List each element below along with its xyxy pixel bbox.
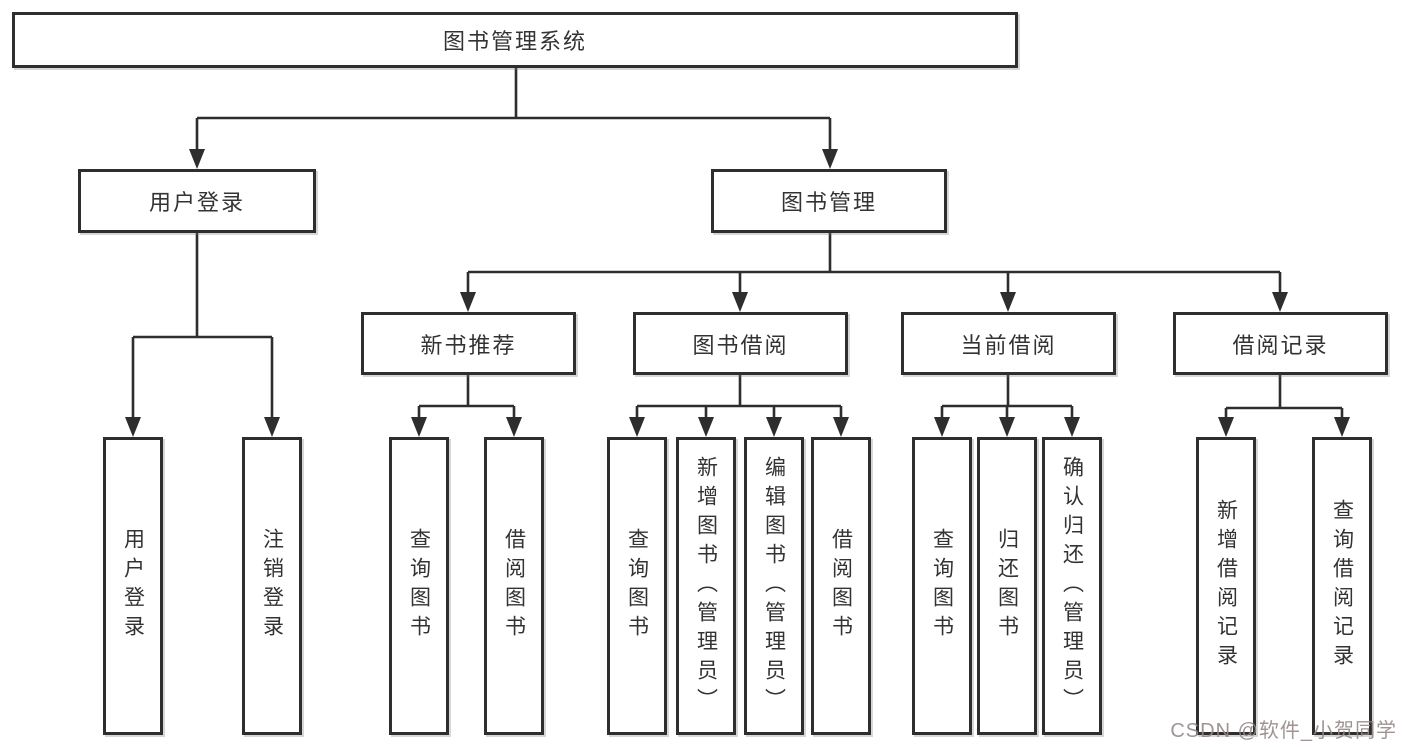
tree-edges [131, 68, 1344, 420]
node-label: 借阅图书 [829, 528, 853, 644]
watermark-text: CSDN @软件_小贺同学 [1170, 720, 1397, 742]
node-leaf-borrow-books-borrow: 借阅图书 [811, 437, 871, 735]
node-leaf-confirm-return-admin: 确认归还（管理员） [1042, 437, 1102, 735]
node-label: 借阅图书 [502, 528, 526, 644]
node-leaf-add-borrow-record: 新增借阅记录 [1196, 437, 1256, 735]
node-leaf-edit-book-admin: 编辑图书（管理员） [744, 437, 804, 735]
node-label: 编辑图书（管理员） [762, 455, 786, 717]
node-label: 新增借阅记录 [1214, 499, 1238, 673]
node-label: 查询图书 [407, 528, 431, 644]
node-borrowing-records: 借阅记录 [1173, 312, 1388, 375]
node-leaf-query-books-current: 查询图书 [912, 437, 972, 735]
node-leaf-return-book: 归还图书 [977, 437, 1037, 735]
node-leaf-user-login: 用户登录 [103, 437, 163, 735]
node-leaf-query-books-borrow: 查询图书 [607, 437, 667, 735]
node-label: 查询借阅记录 [1330, 499, 1354, 673]
node-label: 查询图书 [625, 528, 649, 644]
node-root: 图书管理系统 [12, 12, 1018, 68]
node-label: 注销登录 [260, 528, 284, 644]
node-leaf-logout: 注销登录 [242, 437, 302, 735]
node-book-management: 图书管理 [711, 169, 947, 233]
node-label: 查询图书 [930, 528, 954, 644]
node-leaf-borrow-books-recommend: 借阅图书 [484, 437, 544, 735]
node-label: 新增图书（管理员） [694, 455, 718, 717]
arrowheads [125, 149, 1350, 437]
node-current-borrowing: 当前借阅 [901, 312, 1116, 375]
node-leaf-add-book-admin: 新增图书（管理员） [676, 437, 736, 735]
node-new-book-recommend: 新书推荐 [361, 312, 576, 375]
node-label: 归还图书 [995, 528, 1019, 644]
node-leaf-query-books-recommend: 查询图书 [389, 437, 449, 735]
node-book-borrowing: 图书借阅 [633, 312, 848, 375]
node-leaf-query-borrow-record: 查询借阅记录 [1312, 437, 1372, 735]
node-label: 用户登录 [121, 528, 145, 644]
node-user-login: 用户登录 [78, 169, 316, 233]
node-label: 确认归还（管理员） [1060, 455, 1084, 717]
